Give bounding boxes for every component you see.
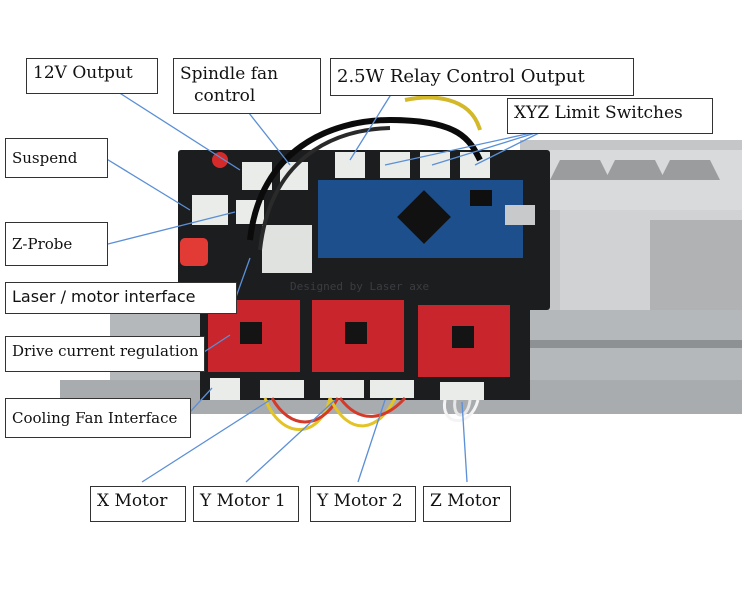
red-led: [212, 152, 228, 168]
label-drive-current-regulation: Drive current regulation: [5, 336, 205, 372]
driver-chip-x: [240, 322, 262, 344]
label-spindle-fan-control: Spindle fan control: [173, 58, 321, 114]
label-y-motor-1: Y Motor 1: [193, 486, 299, 522]
frame-slots: [550, 160, 720, 180]
ic-chip: [470, 190, 492, 206]
label-y-motor-2: Y Motor 2: [310, 486, 416, 522]
label-z-motor: Z Motor: [423, 486, 511, 522]
silkscreen-text: Designed by Laser axe: [290, 280, 429, 293]
connector-cooling-fan: [210, 378, 240, 400]
microcontroller-chip: [397, 190, 451, 244]
label-spindle-fan-line1: Spindle fan: [180, 64, 279, 84]
driver-chip-z: [452, 326, 474, 348]
connector-z-motor: [440, 382, 484, 400]
label-x-motor: X Motor: [90, 486, 186, 522]
leader-lines: [104, 87, 546, 483]
label-cooling-fan-interface: Cooling Fan Interface: [5, 398, 191, 438]
label-12v-output: 12V Output: [26, 58, 158, 94]
connector-relay: [335, 152, 365, 178]
relay-cable: [247, 116, 483, 241]
connector-y1-motor: [320, 380, 364, 398]
connector-x-motor: [260, 380, 304, 398]
usb-port: [505, 205, 535, 225]
label-suspend: Suspend: [5, 138, 108, 178]
motor-wires: [263, 396, 480, 431]
label-limit-switches: XYZ Limit Switches: [507, 98, 713, 134]
label-relay-control-output: 2.5W Relay Control Output: [330, 58, 634, 96]
connector-limit-x: [380, 152, 410, 178]
driver-chip-y: [345, 322, 367, 344]
label-laser-motor-interface: Laser / motor interface: [5, 282, 237, 314]
yellow-wire: [404, 95, 482, 131]
connector-y2-motor: [370, 380, 414, 398]
connector-laser: [262, 225, 312, 273]
label-spindle-fan-line2: control: [194, 86, 256, 106]
connector-suspend: [192, 195, 228, 225]
label-z-probe: Z-Probe: [5, 222, 108, 266]
red-push-button: [180, 238, 208, 266]
